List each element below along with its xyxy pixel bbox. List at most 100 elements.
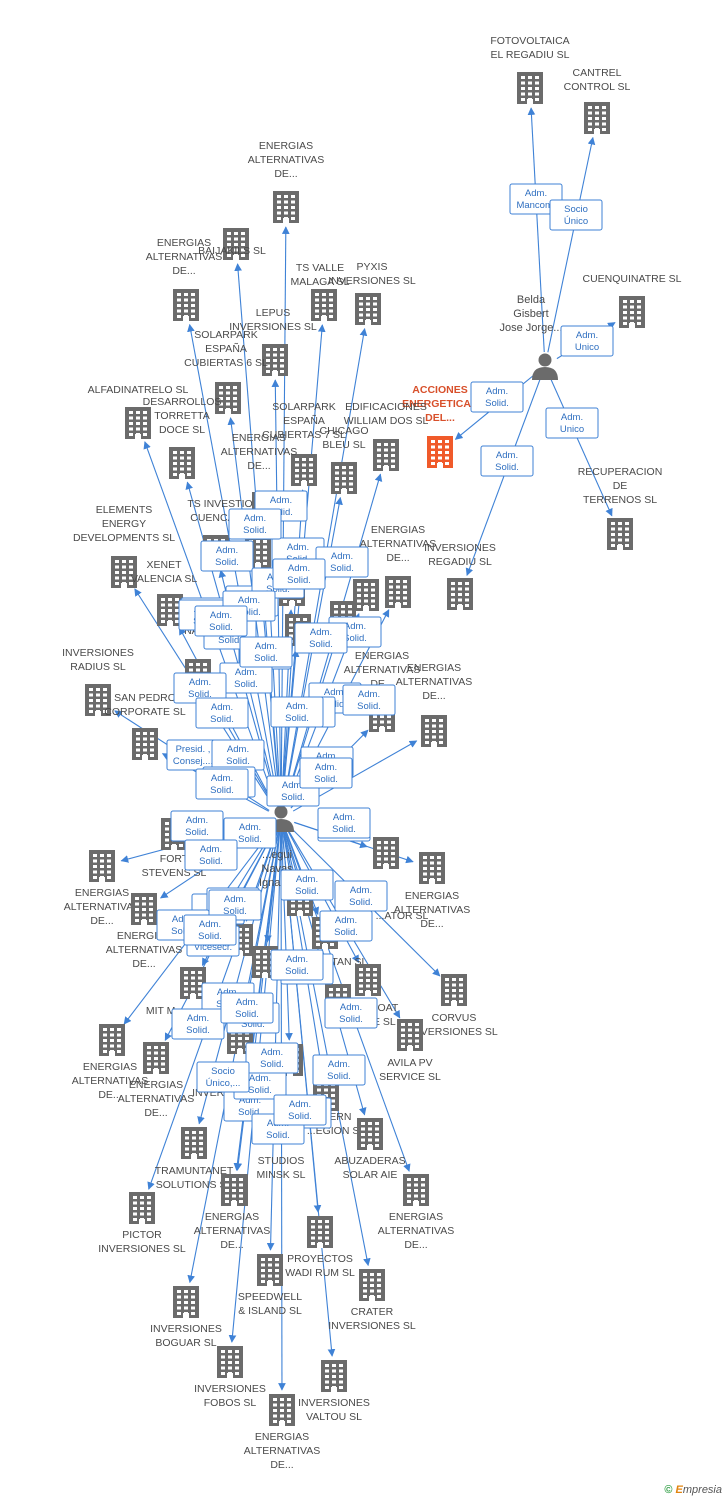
role-badge[interactable]: Adm.Solid. xyxy=(324,997,378,1029)
role-badge[interactable]: Adm.Solid. xyxy=(195,697,249,729)
building-window xyxy=(256,961,260,964)
building-window xyxy=(219,402,223,406)
role-badge[interactable]: Adm.Solid. xyxy=(195,768,249,800)
role-badge[interactable]: Adm.Solid. xyxy=(342,684,396,716)
role-badge[interactable]: Adm.Solid. xyxy=(239,636,293,668)
role-badge[interactable]: Adm.Solid. xyxy=(220,992,274,1024)
role-badge[interactable]: Adm.Solid. xyxy=(183,914,237,946)
role-badge[interactable]: Adm.Solid. xyxy=(211,739,265,771)
role-badge[interactable]: SocioÚnico,... xyxy=(196,1061,250,1093)
company-node[interactable]: SPEEDWELL& ISLAND SL xyxy=(238,1254,302,1317)
building-window xyxy=(377,1273,381,1276)
role-badge[interactable]: Adm.Solid. xyxy=(299,757,353,789)
role-badge[interactable]: Adm.Solid. xyxy=(280,869,334,901)
company-node[interactable]: ENERGIASALTERNATIVASDE... xyxy=(396,662,472,747)
company-node[interactable]: ENERGIASALTERNATIVASDE... xyxy=(194,1174,270,1251)
company-node[interactable]: ALFADINATRELO SL xyxy=(88,384,189,439)
company-node[interactable]: ENERGIASALTERNATIVASDE... xyxy=(248,140,324,223)
building-window xyxy=(191,1301,195,1304)
role-label: Adm. xyxy=(328,1059,350,1070)
building-window xyxy=(133,1218,137,1221)
building-window xyxy=(263,551,267,554)
role-badge[interactable]: Adm.Solid. xyxy=(334,880,388,912)
company-label: SERVICE SL xyxy=(379,1071,441,1083)
role-badge[interactable]: Adm.Solid. xyxy=(294,622,348,654)
role-badge[interactable]: Adm.Solid. xyxy=(171,1008,225,1040)
company-node[interactable]: ENERGIASALTERNATIVASDE... xyxy=(394,852,470,930)
company-node[interactable]: ENERGIASALTERNATIVASDE... xyxy=(64,850,140,927)
building-window xyxy=(521,87,525,90)
role-badge[interactable]: Adm.Unico xyxy=(560,325,614,357)
role-label: Solid. xyxy=(186,1025,210,1036)
role-badge[interactable]: Adm.Solid. xyxy=(272,558,326,590)
role-badge[interactable]: Adm.Unico xyxy=(545,407,599,439)
company-label: ENERGIAS xyxy=(259,140,313,152)
company-node[interactable]: ACCIONESENERGETICASDEL... xyxy=(402,384,478,468)
building-window xyxy=(329,304,333,307)
role-badge[interactable]: Adm.Solid. xyxy=(470,381,524,413)
role-badge[interactable]: Presid. ,Consej.... xyxy=(166,739,220,771)
role-badge[interactable]: Adm.Solid. xyxy=(270,696,324,728)
company-node[interactable]: ENERGIASALTERNATIVASDE... xyxy=(244,1394,320,1471)
role-badge[interactable]: Adm.Solid. xyxy=(200,540,254,572)
company-node[interactable]: ...ATOR SL xyxy=(373,837,429,922)
company-node[interactable]: ENERGIASALTERNATIVASDE... xyxy=(378,1174,454,1251)
role-badge[interactable]: Adm.Solid. xyxy=(245,1042,299,1074)
building-window xyxy=(284,206,288,209)
role-badge[interactable]: Adm.Solid. xyxy=(184,839,238,871)
company-node[interactable]: ENERGIASALTERNATIVASDE... xyxy=(72,1024,148,1101)
role-badge[interactable]: Adm.Solid. xyxy=(228,508,282,540)
company-node[interactable]: BAIJAKILS SL xyxy=(198,228,266,260)
role-label: Solid. xyxy=(218,635,242,646)
role-badge[interactable]: Adm.Mancom. xyxy=(509,183,563,215)
building-window xyxy=(165,827,169,831)
role-badge[interactable]: Adm.Solid. xyxy=(273,1094,327,1126)
company-node[interactable]: ENERGIASALTERNATIVASDE... xyxy=(118,1042,194,1119)
role-badge[interactable]: Adm.Solid. xyxy=(194,605,248,637)
building-window xyxy=(315,293,319,296)
building-window xyxy=(177,304,181,307)
role-badge[interactable]: Adm.Solid. xyxy=(312,1054,366,1086)
building-window xyxy=(317,1088,321,1092)
company-node[interactable] xyxy=(353,579,379,611)
building-window xyxy=(284,211,288,215)
role-badge[interactable]: Adm.Solid. xyxy=(317,807,371,839)
role-badge[interactable]: Adm.Solid. xyxy=(270,949,324,981)
role-badge[interactable]: Adm.Solid. xyxy=(480,445,534,477)
company-node[interactable]: ENERGIASALTERNATIVASDE... xyxy=(360,524,436,608)
building-window xyxy=(268,1269,272,1272)
company-node[interactable]: ENERGIASALTERNATIVASDE... xyxy=(146,237,222,321)
role-badge[interactable]: Adm.Solid. xyxy=(170,810,224,842)
building-window xyxy=(373,308,377,311)
role-badge[interactable]: Adm.Solid. xyxy=(319,910,373,942)
company-node[interactable]: CUENQUINATRE SL xyxy=(583,273,682,328)
building-window xyxy=(459,994,463,998)
